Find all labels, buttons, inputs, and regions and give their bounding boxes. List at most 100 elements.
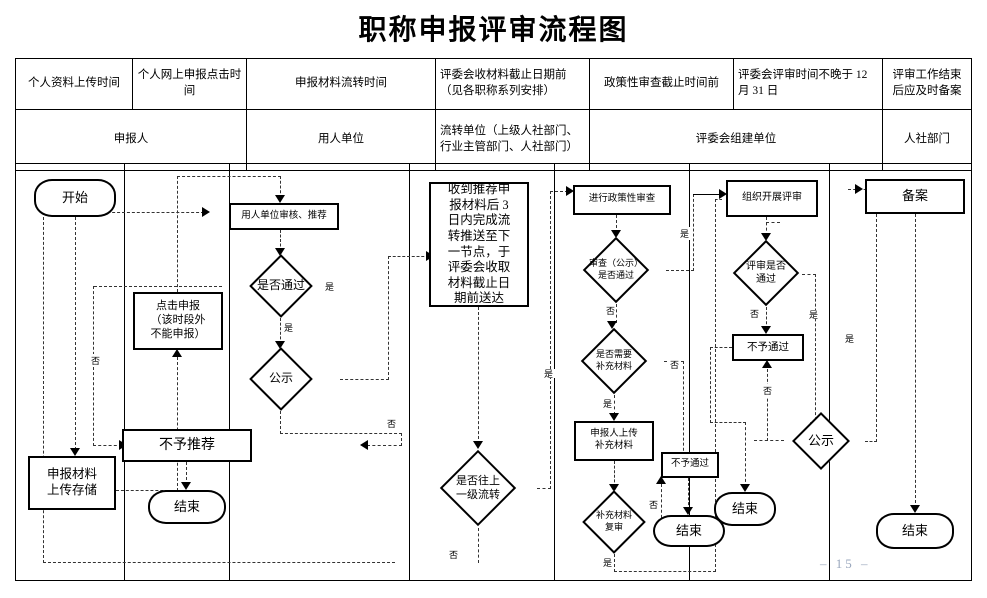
edge-label-needmore-no: 否 (669, 358, 681, 371)
node-policy-reject-label: 不予通过 (670, 459, 709, 470)
edge-needmore-no-v (683, 361, 684, 461)
node-policy-pass-question-label: 审查（公示）是否通过 (588, 258, 643, 280)
node-hrss-record: 备案 (865, 179, 965, 214)
arrow-forward-to-uplevel (473, 441, 483, 449)
edge-policy-to-pass (616, 215, 617, 233)
header-time-cell-5: 政策性审查截止时间前 (589, 58, 734, 110)
arrow-record-to-end (910, 505, 920, 513)
edge-publicity2-no-h (754, 440, 784, 441)
edge-label-recheck-no: 否 (648, 498, 660, 511)
edge-transfer-no-in (43, 212, 204, 213)
header-time-cell-6: 评委会评审时间不晚于 12 月 31 日 (733, 58, 883, 110)
edge-committee-yes-v (815, 274, 816, 425)
edge-label-transfer-yes: 是 (541, 369, 556, 378)
node-committee-publicity-label: 公示 (807, 432, 834, 448)
header-time-row: 个人资料上传时间 个人网上申报点击时间 申报材料流转时间 评委会收材料截止日期前… (15, 58, 972, 110)
arrow-publicity2-no-to-reject (762, 360, 772, 368)
lane-divider-5 (689, 164, 690, 580)
edge-publicity-no-v (401, 433, 402, 446)
edge-label-policy-yes: 是 (679, 227, 691, 240)
edge-label-needmore-yes: 是 (602, 397, 614, 410)
node-employer-reject-label: 不予推荐 (159, 437, 215, 453)
header-actor-row: 申报人 用人单位 流转单位（上级人社部门、行业主管部门、人社部门） 评委会组建单… (15, 109, 972, 171)
node-hrss-end: 结束 (876, 513, 954, 549)
node-policy-pass-question: 审查（公示）是否通过 (566, 236, 666, 304)
node-employer-pass-question: 是否通过 (222, 254, 340, 318)
header-time-cell-3: 申报材料流转时间 (246, 58, 436, 110)
header-actor-cell-3: 流转单位（上级人社部门、行业主管部门、人社部门） (435, 109, 590, 171)
edge-policy-yes-v (693, 194, 694, 271)
node-transfer-uplevel-question-label: 是否往上一级流转 (456, 474, 500, 501)
edge-committee-yes-h (802, 274, 816, 275)
edge-pass-no-h (94, 286, 222, 287)
edge-policy-no-v (616, 304, 617, 323)
edge-committee-stub (766, 222, 780, 223)
edge-committeereject-h2 (710, 422, 746, 423)
node-committee-organize-label: 组织开展评审 (742, 192, 802, 204)
header-table: 个人资料上传时间 个人网上申报点击时间 申报材料流转时间 评委会收材料截止日期前… (15, 58, 972, 171)
edge-recheck-yes-v (614, 554, 615, 572)
edge-policy-yes-h2 (693, 194, 722, 195)
edge-needmore-yes-v (614, 395, 615, 415)
node-policy-recheck-question: 补充材料复审 (564, 490, 664, 554)
edge-transfer-no-bottom (43, 562, 395, 563)
lane-divider-2 (229, 164, 230, 580)
edge-upload-to-recheck (614, 461, 615, 487)
node-committee-pass-question: 评审是否通过 (714, 239, 818, 307)
edge-policyreject-to-end (688, 478, 689, 510)
node-policy-end: 结束 (653, 515, 725, 547)
edge-publicity-yes-h (340, 379, 389, 380)
node-upload-store-label: 申报材料上传存储 (46, 467, 97, 497)
header-time-cell-4: 评委会收材料截止日期前（见各职称系列安排） (435, 58, 590, 110)
node-employer-publicity-label: 公示 (268, 371, 293, 386)
arrow-upload-to-click (172, 349, 182, 357)
edge-committee-no-v (766, 307, 767, 329)
node-employer-review-label: 用人单位审核、推荐 (241, 210, 327, 221)
edge-publicity-no-h2 (367, 445, 402, 446)
arrow-recheck-no-to-reject (656, 476, 666, 484)
edge-publicity2-no-v (767, 369, 768, 441)
node-policy-review: 进行政策性审查 (573, 185, 671, 215)
edge-transfer-yes-h2 (550, 191, 568, 192)
arrow-needmore-yes-to-upload (609, 413, 619, 421)
edge-committee-to-pass (766, 217, 767, 236)
edge-committeereject-down (745, 422, 746, 487)
edge-label-employer-yes: 是 (283, 321, 295, 334)
header-time-cell-1: 个人资料上传时间 (15, 58, 133, 110)
lane-divider-6 (829, 164, 830, 580)
arrow-publicity2-yes-to-record (855, 184, 863, 194)
edge-label-publicity2-no: 否 (762, 384, 774, 397)
arrow-committee-to-pass (761, 233, 771, 241)
edge-committeereject-v (710, 347, 711, 423)
node-click-apply-label: 点击申报（该时段外不能申报） (150, 300, 206, 340)
node-employer-end-label: 结束 (173, 498, 200, 514)
header-actor-cell-5: 人社部门 (882, 109, 972, 171)
edge-recheck-yes-h (614, 571, 716, 572)
edge-transfer-yes-h (537, 488, 551, 489)
edge-label-committee-no: 否 (749, 307, 761, 320)
node-committee-pass-question-label: 评审是否通过 (746, 261, 786, 285)
swimlane-container: 开始 申报材料上传存储 点击申报（该时段外不能申报） 用人单位审核、推荐 是否通… (15, 163, 972, 581)
node-committee-organize: 组织开展评审 (726, 180, 818, 217)
edge-forward-to-uplevel (478, 307, 479, 444)
edge-publicity-no-h (280, 433, 402, 434)
page-title: 职称申报评审流程图 (358, 15, 629, 46)
arrow-policy-to-pass (611, 230, 621, 238)
node-transfer-uplevel-question: 是否往上一级流转 (419, 448, 537, 528)
edge-publicity-yes-v (388, 256, 389, 380)
edge-pass-no-h2 (93, 445, 122, 446)
edge-click-to-employer-h (177, 176, 281, 177)
arrow-policy-no-to-needmore (607, 321, 617, 329)
edge-employer-to-pass (280, 230, 281, 251)
arrow-pass-to-publicity (275, 341, 285, 349)
node-policy-needmore-question: 是否需要补充材料 (564, 327, 664, 395)
node-start-label: 开始 (61, 189, 88, 205)
edge-click-to-employer-v (177, 176, 178, 292)
edge-publicity-down (280, 411, 281, 434)
arrow-upload-to-recheck (609, 484, 619, 492)
edge-committeereject-h (710, 347, 732, 348)
edge-label-committee-yes: 是 (806, 310, 821, 319)
